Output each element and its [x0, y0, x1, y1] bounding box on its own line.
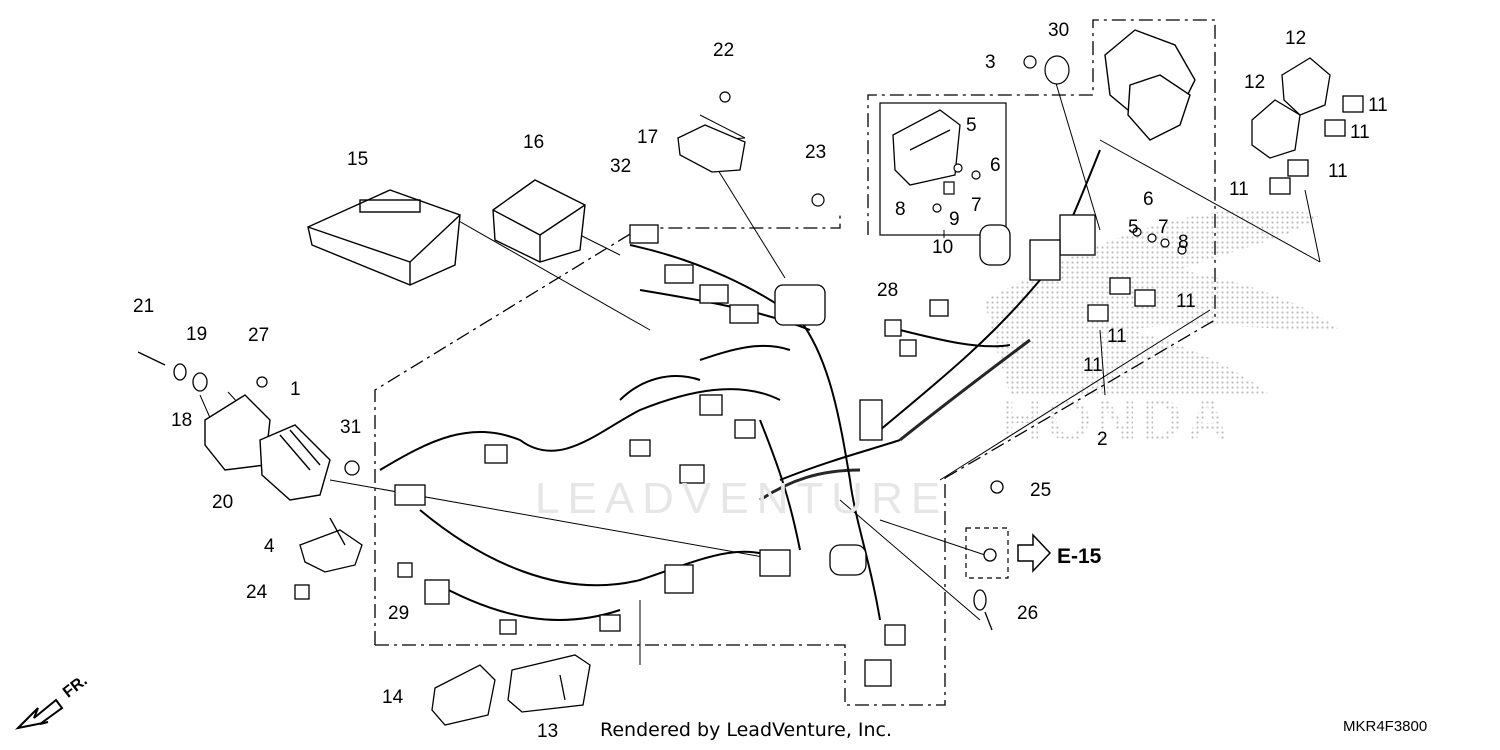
callout-13: 13 [537, 721, 559, 742]
callout-22: 22 [713, 40, 735, 61]
diagram-code: MKR4F3800 [1343, 718, 1428, 735]
callout-8a: 8 [895, 199, 906, 220]
callout-11d: 11 [1229, 179, 1249, 200]
main-fuse [892, 109, 961, 186]
callout-32: 32 [610, 156, 632, 177]
callout-7a: 7 [971, 195, 982, 216]
callout-25: 25 [1030, 480, 1052, 501]
ecu-unit [307, 189, 461, 286]
callout-7b: 7 [1158, 217, 1169, 238]
callout-23: 23 [805, 142, 827, 163]
callout-11b: 11 [1350, 122, 1370, 143]
callout-5b: 5 [1128, 217, 1139, 238]
callout-27: 27 [248, 325, 270, 346]
callout-17: 17 [637, 127, 659, 148]
harness-connectors [394, 214, 1096, 687]
harness-sheath [759, 338, 1031, 502]
relay-module [492, 179, 586, 263]
callout-3: 3 [985, 52, 996, 73]
callout-20: 20 [212, 492, 234, 513]
callout-11a: 11 [1368, 95, 1388, 116]
callout-24: 24 [246, 582, 268, 603]
reference-arrow [1017, 533, 1052, 573]
callout-5a: 5 [966, 115, 977, 136]
honda-wing-logo: HONDA [985, 209, 1340, 453]
front-direction-arrow-icon [14, 698, 64, 730]
callout-11c: 11 [1328, 161, 1348, 182]
reference-label: E-15 [1057, 545, 1102, 568]
callout-28: 28 [877, 280, 899, 301]
callout-16: 16 [523, 132, 545, 153]
callout-26: 26 [1017, 603, 1039, 624]
inset-box-10 [879, 102, 1007, 236]
leader-lines [199, 79, 1321, 665]
callout-12b: 12 [1244, 72, 1266, 93]
reference-box [965, 527, 1009, 579]
callout-19: 19 [186, 324, 208, 345]
regulator-rectifier [204, 394, 331, 501]
sensor-bracket [294, 517, 363, 600]
group-outline [374, 19, 1216, 706]
callout-15: 15 [347, 149, 369, 170]
bracket [677, 124, 746, 173]
callout-6a: 6 [990, 155, 1001, 176]
callout-8b: 8 [1178, 232, 1189, 253]
watermark: LEADVENTURE [535, 474, 949, 523]
credit-text: Rendered by LeadVenture, Inc. [600, 719, 893, 741]
callout-4: 4 [264, 536, 275, 557]
callout-11e: 11 [1176, 291, 1196, 312]
callout-9: 9 [949, 209, 960, 230]
callout-10: 10 [932, 237, 954, 258]
callout-1: 1 [290, 379, 301, 400]
control-modules-bottom [431, 654, 591, 726]
relays [1087, 57, 1364, 322]
callout-12a: 12 [1285, 28, 1307, 49]
honda-logo-text: HONDA [1000, 388, 1233, 453]
callout-30: 30 [1048, 20, 1070, 41]
callout-29: 29 [388, 603, 410, 624]
callout-2: 2 [1097, 429, 1108, 450]
bolt-and-washers [137, 351, 360, 476]
callout-6b: 6 [1143, 189, 1154, 210]
fuse-box-cover [1104, 29, 1196, 141]
ground-terminal [973, 480, 1004, 631]
callout-21: 21 [133, 296, 155, 317]
callout-14: 14 [382, 687, 404, 708]
callout-11f: 11 [1107, 326, 1127, 347]
callout-31: 31 [340, 417, 362, 438]
callout-18: 18 [171, 410, 193, 431]
callout-11g: 11 [1083, 355, 1103, 376]
fuses-small [719, 55, 1187, 255]
